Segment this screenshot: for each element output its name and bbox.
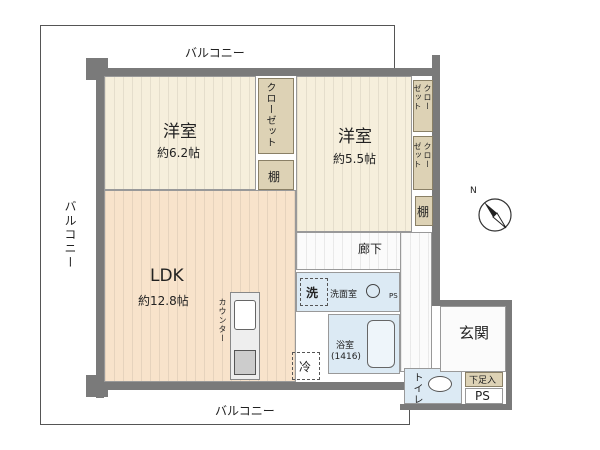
washbasin-icon: [366, 284, 380, 298]
ldk-name: LDK: [150, 266, 184, 286]
ldk-size: 約12.8帖: [138, 294, 189, 308]
fridge-space: [292, 352, 320, 380]
compass-icon: [478, 198, 512, 232]
shelf-label: 棚: [268, 170, 281, 184]
shelf-label: 棚: [417, 205, 430, 219]
western-room-2-size: 約5.5帖: [333, 152, 377, 166]
western-room-1-size: 約6.2帖: [157, 146, 201, 160]
wall: [432, 55, 440, 305]
closet-label: クローゼット: [264, 82, 275, 148]
entrance-label: 玄関: [459, 324, 490, 342]
washroom-label: 洗面室: [330, 290, 358, 300]
hallway: [400, 232, 432, 372]
bath-name: 浴室: [336, 341, 355, 351]
shoe-cabinet[interactable]: [465, 372, 503, 387]
ldk: [104, 190, 296, 382]
wall: [432, 300, 512, 306]
pipe-space-label: PS: [475, 389, 490, 403]
bathtub-icon: [367, 320, 395, 368]
compass-north: N: [470, 186, 477, 196]
balcony-bottom: [40, 395, 410, 425]
toilet-icon: [428, 376, 452, 392]
washer-label: 洗: [306, 286, 319, 300]
closet[interactable]: [258, 78, 294, 154]
balcony-left-label: バルコニー: [63, 200, 77, 270]
column: [86, 375, 108, 397]
shelf[interactable]: [258, 160, 294, 190]
closet[interactable]: [413, 136, 433, 190]
closet-label: クロー: [423, 142, 432, 169]
sink-icon: [234, 300, 256, 330]
western-room-1-name: 洋室: [163, 122, 197, 142]
wall: [90, 68, 435, 76]
column: [86, 58, 108, 80]
wall: [96, 382, 426, 390]
closet-label: ゼット: [413, 84, 422, 111]
entrance: [440, 306, 506, 372]
closet-label: クロー: [423, 84, 432, 111]
shoe-cabinet-label: 下足入: [469, 376, 497, 386]
shelf[interactable]: [415, 196, 433, 226]
balcony-bottom-label: バルコニー: [215, 404, 275, 418]
western-room-1: [104, 76, 256, 190]
toilet-label: トイレ: [411, 372, 422, 405]
washer-space: [300, 278, 328, 306]
stove-icon: [234, 350, 256, 375]
fridge-label: 冷: [299, 360, 312, 374]
wall: [400, 404, 512, 410]
balcony-top-label: バルコニー: [185, 46, 245, 60]
counter-label: カウンター: [218, 298, 227, 343]
hallway-label: 廊下: [358, 242, 383, 256]
closet[interactable]: [413, 80, 433, 132]
wall: [506, 300, 512, 410]
closet-label: ゼット: [413, 142, 422, 169]
ps-label: PS: [389, 292, 398, 300]
pipe-space: [465, 388, 503, 404]
wall: [96, 68, 104, 398]
western-room-2-name: 洋室: [338, 127, 372, 147]
western-room-2: [296, 76, 412, 232]
bath-size: (1416): [331, 352, 361, 362]
